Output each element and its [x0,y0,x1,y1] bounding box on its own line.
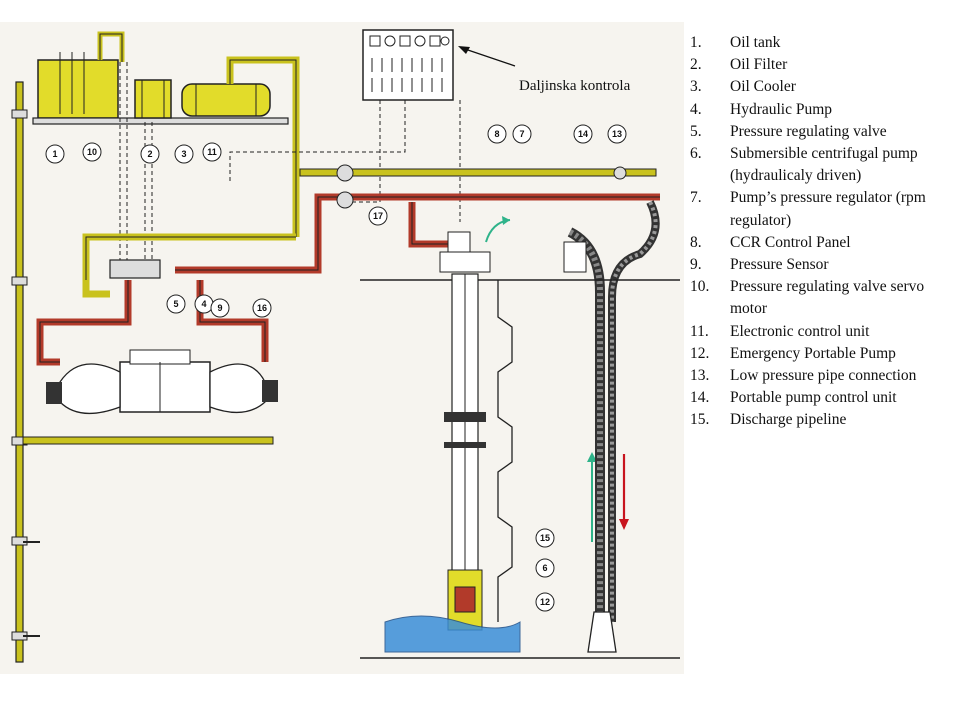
svg-text:2: 2 [147,149,152,159]
legend-label: Oil Cooler [730,78,796,96]
legend-item: 15. Discharge pipeline [690,409,958,431]
legend-number: 8. [690,233,702,251]
legend-number: 7. [690,189,702,207]
valve-manifold [109,259,161,279]
component-legend: 1. Oil tank 2. Oil Filter 3. Oil Cooler 4. H… [690,32,958,432]
oil-filter [134,79,172,119]
legend-item: 14. Portable pump control unit [690,387,958,409]
legend-item: 12. Emergency Portable Pump [690,343,958,365]
legend-label: Pump’s pressure regulator (rpm regulator… [730,189,926,229]
legend-label: CCR Control Panel [730,233,851,251]
legend-item: 7. Pump’s pressure regulator (rpm regulat… [690,187,958,231]
svg-text:1: 1 [52,149,57,159]
marker-7: 7 [512,124,532,144]
legend-label: Pressure regulating valve [730,122,887,140]
legend-label: Discharge pipeline [730,411,847,429]
hydraulic-pump-unit [46,349,278,415]
svg-text:14: 14 [578,129,588,139]
component-markers: 1 2 3 4 5 6 7 8 9 10 11 12 13 14 15 16 1… [45,124,627,612]
legend-label: Oil tank [730,34,781,51]
marker-6: 6 [535,558,555,578]
legend-item: 11. Electronic control unit [690,321,958,343]
legend-number: 13. [690,367,710,385]
legend-item: 5. Pressure regulating valve [690,121,958,143]
legend-item: 3. Oil Cooler [690,76,958,98]
legend-label: Pressure regulating valve servo motor [730,278,925,318]
flow-arrows [485,216,629,542]
marker-5: 5 [166,294,186,314]
svg-text:8: 8 [494,129,499,139]
callout-arrow [458,46,516,67]
red-pressure-pipes [36,193,660,366]
legend-item: 6. Submersible centrifugal pump (hydrauli… [690,143,958,187]
svg-text:5: 5 [173,299,178,309]
legend-item: 10. Pressure regulating valve servo motor [690,276,958,320]
svg-text:3: 3 [181,149,186,159]
legend-label: Hydraulic Pump [730,100,833,118]
legend-number: 2. [690,56,702,74]
oil-cooler [181,56,300,237]
hydraulic-system-diagram: 1 2 3 4 5 6 7 8 9 10 11 12 13 14 15 16 1… [0,22,684,674]
svg-text:4: 4 [201,299,206,309]
legend-label: Pressure Sensor [730,256,829,274]
legend-number: 5. [690,122,702,140]
marker-8: 8 [487,124,507,144]
marker-13: 13 [607,124,627,144]
yellow-header-pipe [22,168,657,445]
legend-number: 14. [690,389,710,407]
marker-9: 9 [210,298,230,318]
legend-number: 10. [690,278,710,296]
remote-control-label: Daljinska kontrola [519,78,631,94]
legend-number: 11. [690,322,709,340]
marker-17: 17 [368,206,388,226]
marker-15: 15 [535,528,555,548]
marker-10: 10 [82,142,102,162]
svg-text:12: 12 [540,597,550,607]
legend-number: 12. [690,344,710,362]
legend-item: 1. Oil tank [690,32,958,54]
marker-2: 2 [140,144,160,164]
legend-number: 4. [690,100,702,118]
svg-text:15: 15 [540,533,550,543]
legend-number: 15. [690,411,710,429]
svg-text:9: 9 [217,303,222,313]
legend-number: 6. [690,145,702,163]
svg-text:11: 11 [207,147,217,157]
oil-tank [37,31,125,119]
legend-label: Submersible centrifugal pump (hydraulica… [730,145,918,185]
svg-text:13: 13 [612,129,622,139]
legend-label: Oil Filter [730,56,788,74]
marker-12: 12 [535,592,555,612]
left-vertical-pipe [11,81,40,663]
legend-label: Emergency Portable Pump [730,344,896,362]
sump-well [360,231,560,659]
marker-4: 4 [194,294,214,314]
marker-1: 1 [45,144,65,164]
marker-14: 14 [573,124,593,144]
legend-item: 13. Low pressure pipe connection [690,365,958,387]
svg-text:7: 7 [519,129,524,139]
legend-item: 8. CCR Control Panel [690,232,958,254]
legend-number: 3. [690,78,702,96]
svg-text:16: 16 [257,303,267,313]
legend-number: 1. [690,34,702,51]
legend-item: 9. Pressure Sensor [690,254,958,276]
svg-text:6: 6 [542,563,547,573]
legend-label: Portable pump control unit [730,389,897,407]
legend-item: 4. Hydraulic Pump [690,99,958,121]
portable-pump-hose [560,200,680,659]
legend-number: 9. [690,256,702,274]
marker-16: 16 [252,298,272,318]
legend-label: Electronic control unit [730,322,870,340]
header-valves [336,164,627,209]
marker-11: 11 [202,142,222,162]
legend-item: 2. Oil Filter [690,54,958,76]
svg-text:10: 10 [87,147,97,157]
svg-text:17: 17 [373,211,383,221]
ccr-control-panel [362,29,454,101]
marker-3: 3 [174,144,194,164]
legend-label: Low pressure pipe connection [730,367,917,385]
